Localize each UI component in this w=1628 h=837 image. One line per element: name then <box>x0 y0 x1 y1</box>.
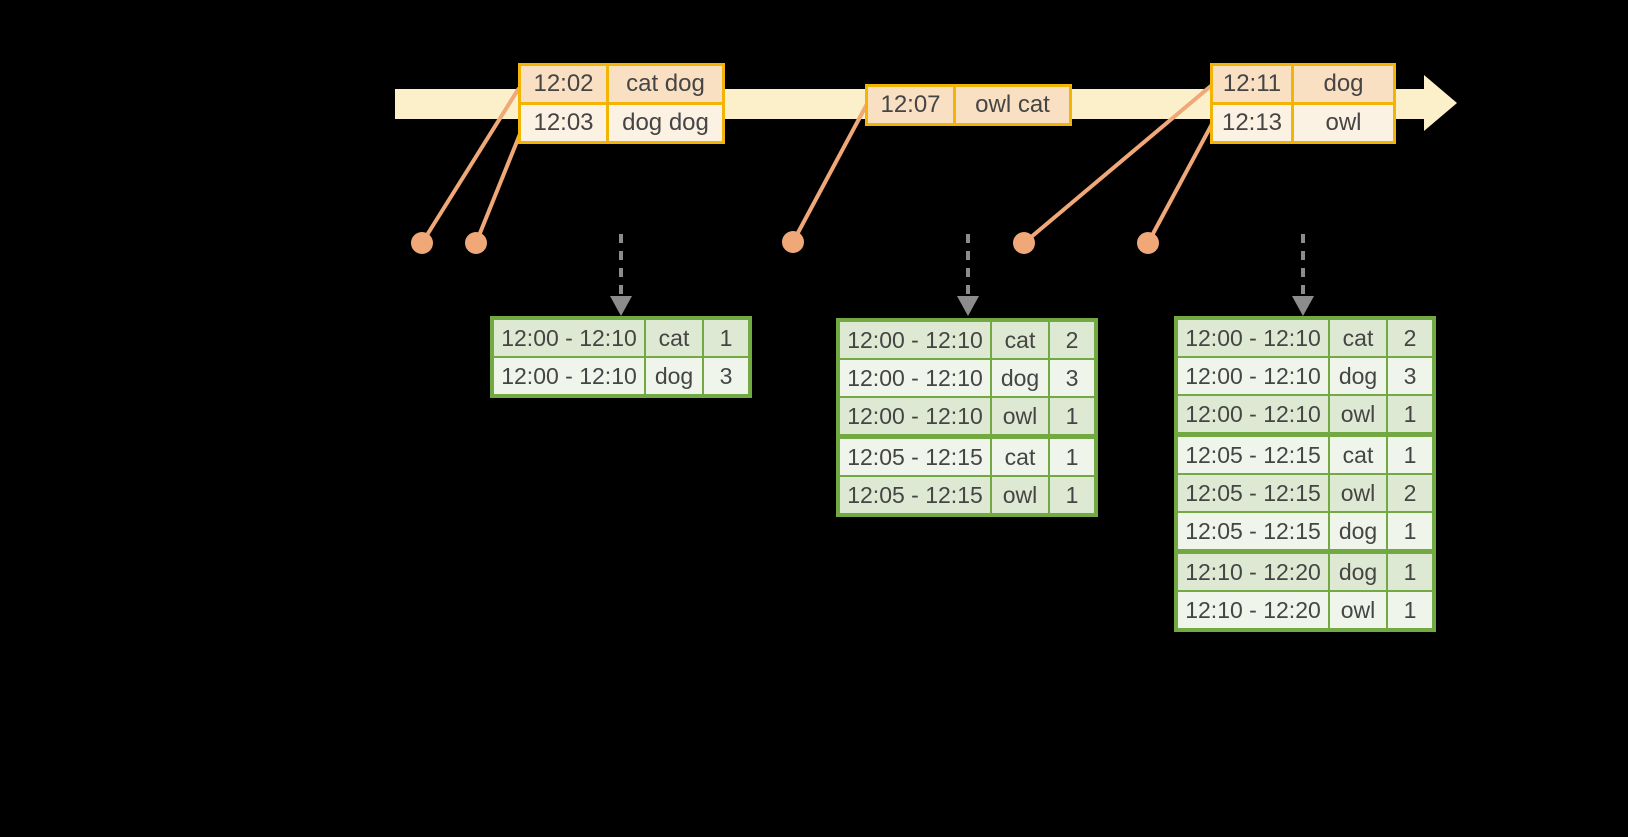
event-connector-line <box>1022 83 1214 245</box>
event-dot <box>1137 232 1159 254</box>
count-cell: 1 <box>1386 554 1432 590</box>
word-cell: cat <box>1328 437 1386 473</box>
window-cell: 12:10 - 12:20 <box>1178 592 1328 628</box>
event-dot <box>411 232 433 254</box>
timeline-arrowhead-icon <box>1424 75 1457 131</box>
trigger-arrowhead-icon <box>957 296 979 316</box>
word-cell: owl <box>1328 475 1386 511</box>
count-cell: 1 <box>702 320 748 356</box>
window-cell: 12:00 - 12:10 <box>1178 320 1328 356</box>
word-cell: cat <box>644 320 702 356</box>
event-connector-line <box>1146 123 1214 244</box>
word-cell: dog <box>1328 554 1386 590</box>
time-cell: 12:02 <box>521 66 606 102</box>
window-cell: 12:05 - 12:15 <box>1178 475 1328 511</box>
count-cell: 1 <box>1386 592 1432 628</box>
window-cell: 12:05 - 12:15 <box>840 439 990 475</box>
word-cell: cat <box>1328 320 1386 356</box>
count-cell: 1 <box>1048 477 1094 513</box>
time-cell: 12:03 <box>521 105 606 141</box>
window-cell: 12:05 - 12:15 <box>1178 513 1328 549</box>
time-cell: 12:11 <box>1213 66 1291 102</box>
event-connector-line <box>474 123 526 244</box>
count-cell: 1 <box>1048 439 1094 475</box>
word-cell: owl <box>990 477 1048 513</box>
word-cell: dog <box>990 360 1048 396</box>
word-cell: dog <box>1328 358 1386 394</box>
window-cell: 12:00 - 12:10 <box>840 398 990 434</box>
window-cell: 12:10 - 12:20 <box>1178 554 1328 590</box>
event-dot <box>1013 232 1035 254</box>
count-cell: 3 <box>1386 358 1432 394</box>
time-cell: 12:13 <box>1213 105 1291 141</box>
window-cell: 12:00 - 12:10 <box>1178 396 1328 432</box>
window-cell: 12:00 - 12:10 <box>840 360 990 396</box>
count-cell: 1 <box>1048 398 1094 434</box>
word-cell: owl <box>1328 396 1386 432</box>
event-connector-line <box>420 86 521 245</box>
window-cell: 12:00 - 12:10 <box>840 322 990 358</box>
trigger-arrowhead-icon <box>1292 296 1314 316</box>
word-cell: dog <box>644 358 702 394</box>
window-cell: 12:05 - 12:15 <box>840 477 990 513</box>
words-cell: owl <box>1291 105 1393 141</box>
trigger-arrowhead-icon <box>610 296 632 316</box>
event-dot <box>782 231 804 253</box>
window-cell: 12:00 - 12:10 <box>494 358 644 394</box>
count-cell: 1 <box>1386 396 1432 432</box>
words-cell: dog dog <box>606 105 722 141</box>
window-cell: 12:05 - 12:15 <box>1178 437 1328 473</box>
word-cell: owl <box>990 398 1048 434</box>
count-cell: 2 <box>1048 322 1094 358</box>
count-cell: 2 <box>1386 475 1432 511</box>
count-cell: 3 <box>1048 360 1094 396</box>
window-cell: 12:00 - 12:10 <box>494 320 644 356</box>
count-cell: 2 <box>1386 320 1432 356</box>
event-dot <box>465 232 487 254</box>
count-cell: 1 <box>1386 437 1432 473</box>
word-cell: owl <box>1328 592 1386 628</box>
event-connector-line <box>791 103 869 243</box>
words-cell: dog <box>1291 66 1393 102</box>
window-cell: 12:00 - 12:10 <box>1178 358 1328 394</box>
word-cell: cat <box>990 439 1048 475</box>
count-cell: 3 <box>702 358 748 394</box>
words-cell: cat dog <box>606 66 722 102</box>
count-cell: 1 <box>1386 513 1432 549</box>
words-cell: owl cat <box>953 87 1069 123</box>
word-cell: cat <box>990 322 1048 358</box>
word-cell: dog <box>1328 513 1386 549</box>
time-cell: 12:07 <box>868 87 953 123</box>
